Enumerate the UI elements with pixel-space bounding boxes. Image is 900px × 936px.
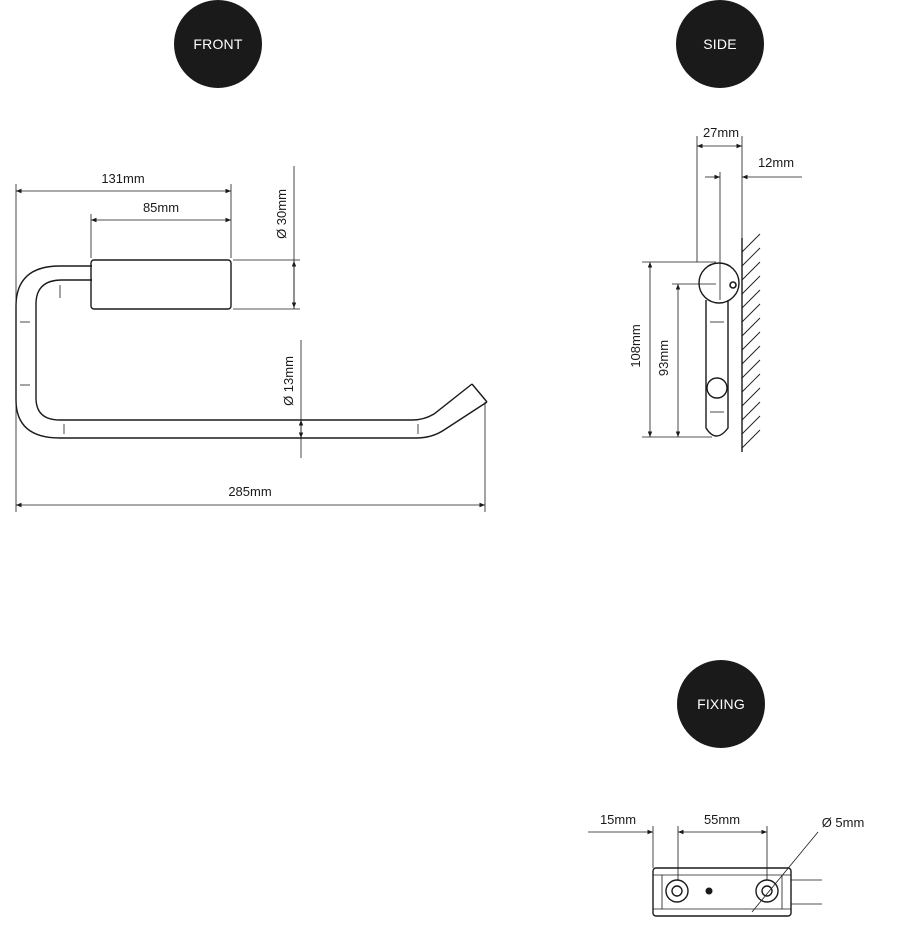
- dim-285-label: 285mm: [228, 484, 271, 499]
- dim-5-label: Ø 5mm: [822, 815, 865, 830]
- fixing-hole-left: [665, 879, 689, 903]
- side-view: 27mm 12mm 108mm 93mm: [628, 125, 802, 452]
- front-badge: FRONT: [174, 0, 262, 88]
- side-roller: [698, 262, 740, 304]
- dim-108-label: 108mm: [628, 324, 643, 367]
- front-rod-inner: [35, 279, 473, 421]
- dim-85-label: 85mm: [143, 200, 179, 215]
- fixing-leader: [751, 831, 819, 913]
- dim-27-label: 27mm: [703, 125, 739, 140]
- dim-30-label: Ø 30mm: [274, 189, 289, 239]
- fixing-hole-right-inner: [761, 885, 773, 897]
- side-bar: [705, 300, 729, 437]
- dim-13-label: Ø 13mm: [281, 356, 296, 406]
- fixing-hole-left-inner: [671, 885, 683, 897]
- fixing-center-pin: [705, 887, 713, 895]
- front-view: 131mm 85mm Ø 30mm Ø 13mm 285mm: [15, 166, 488, 512]
- front-rod-end: [471, 383, 488, 403]
- fixing-stub: [791, 879, 822, 905]
- side-knob: [706, 377, 728, 399]
- front-roller: [90, 259, 232, 310]
- side-screw: [729, 281, 737, 289]
- dim-131-label: 131mm: [101, 171, 144, 186]
- wall-hatch: [741, 233, 761, 449]
- fixing-badge-label: FIXING: [697, 696, 745, 712]
- dim-15-label: 15mm: [600, 812, 636, 827]
- fixing-view: 15mm 55mm Ø 5mm: [588, 812, 865, 917]
- front-rod-outer: [15, 265, 488, 439]
- fixing-plate: [652, 867, 792, 917]
- side-badge-label: SIDE: [703, 36, 736, 52]
- fixing-badge: FIXING: [677, 660, 765, 748]
- side-badge: SIDE: [676, 0, 764, 88]
- front-badge-label: FRONT: [193, 36, 242, 52]
- dim-12-label: 12mm: [758, 155, 794, 170]
- dim-93-label: 93mm: [656, 340, 671, 376]
- dim-55-label: 55mm: [704, 812, 740, 827]
- fixing-hole-right: [755, 879, 779, 903]
